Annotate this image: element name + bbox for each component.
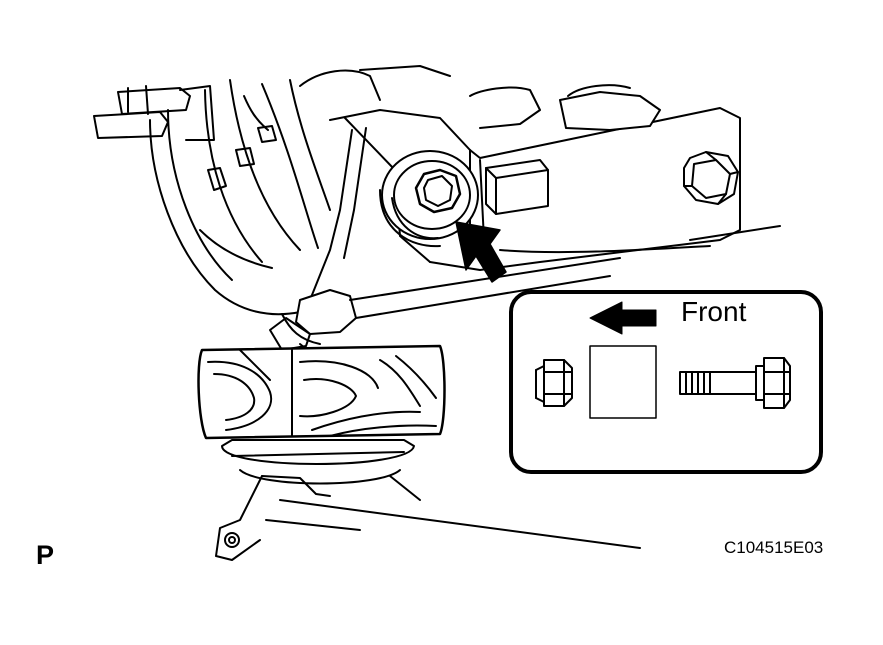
target-bolt: [414, 168, 462, 214]
arm-nut: [683, 151, 739, 205]
wooden-block: [197, 344, 446, 440]
pointer-arrow-icon: [455, 221, 507, 283]
front-arrow-icon: [589, 301, 657, 335]
brake-backing-plate: [149, 79, 331, 316]
bolt-icon: [679, 357, 791, 409]
floor-jack: [215, 439, 641, 561]
stabilizer-link: [269, 257, 621, 353]
view-marker: P: [36, 540, 55, 570]
bushing-icon: [589, 345, 657, 419]
inset-box: [509, 290, 823, 474]
nut-icon: [535, 359, 573, 407]
front-direction-label: Front: [681, 296, 747, 327]
hub-studs: [93, 85, 215, 141]
figure-code: C104515E03: [724, 538, 824, 557]
lower-suspension-arm: [299, 65, 781, 301]
